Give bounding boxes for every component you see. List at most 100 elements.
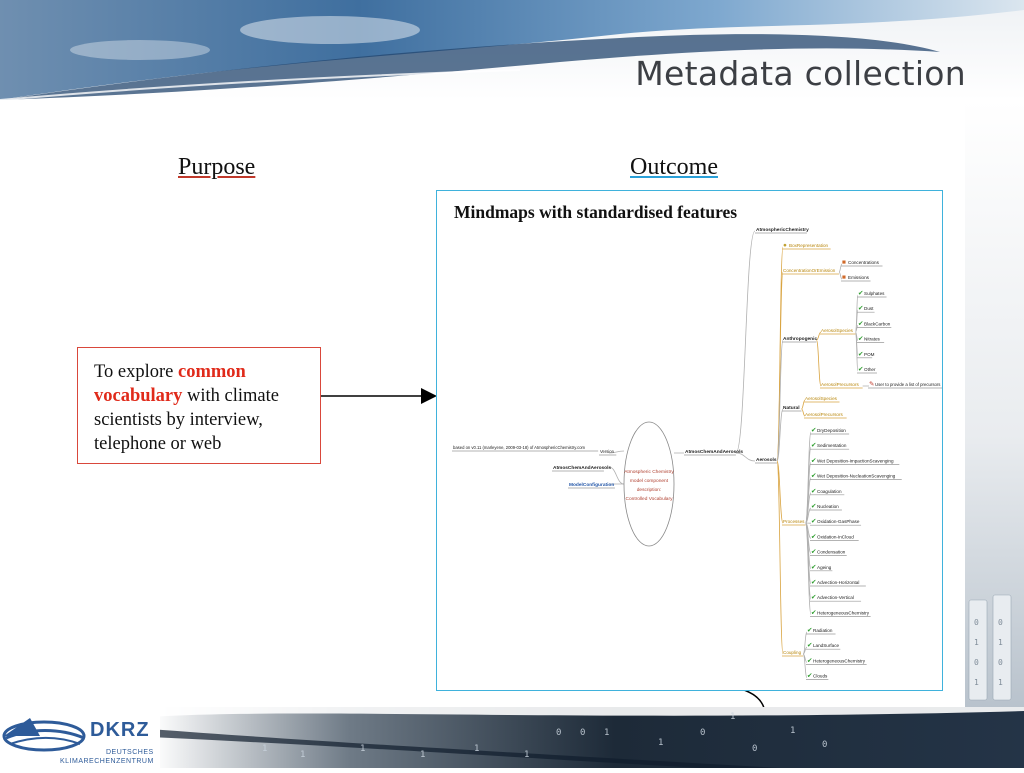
mindmap-node-aerosol-precursors-anthro-label: AerosolPrecursors [821,382,859,387]
check-icon: ✔ [858,336,864,343]
mindmap-node-aerosol-species-anthro: AerosolSpecies [821,328,854,333]
mindmap-process-item: ✔DryDeposition [811,427,846,434]
mindmap-process-item-label: Coagulation [817,489,842,494]
logo-name: DKRZ [90,719,150,741]
purpose-heading: Purpose [178,154,256,180]
svg-text:0: 0 [974,618,979,627]
mindmap-node-box-representation-label: BoxRepresentation [789,243,829,248]
mindmap-node-atmoschem-left-label: AtmosChemAndAerosols [553,465,611,471]
mindmap-coupling-item-label: LandSurface [813,643,839,648]
svg-text:1: 1 [998,638,1003,647]
dkrz-logo-icon [2,718,86,752]
svg-text:0: 0 [752,744,757,754]
mindmap-node-aerosol-precursors-natural-label: AerosolPrecursors [805,412,843,417]
mindmap-node-concentration-or-emission: ConcentrationOrEmission [783,268,836,273]
mindmap-process-item: ✔Sedimentation [811,442,847,449]
slide-title: Metadata collection [635,54,966,93]
check-icon: ✔ [811,549,817,556]
mindmap-process-item: ✔Nucleation [811,503,839,510]
mindmap-process-item-label: Oxidation-InCloud [817,534,854,539]
svg-text:0: 0 [556,728,561,738]
mindmap-process-item-label: Sedimentation [817,443,847,448]
mindmap-version-note-label: based on v0.11 (marleyene, 2009-03-18) o… [453,445,586,450]
mindmap-root-line: model component [630,478,669,484]
check-icon: ✔ [811,488,817,495]
top-banner: Metadata collection [0,0,1024,100]
check-icon: ✔ [811,457,817,464]
mindmap-process-item: ✔Condensation [811,549,846,556]
mindmap-version-label-label: Version [600,449,615,454]
svg-text:1: 1 [420,750,425,760]
mindmap-node-aerosol-precursors-anthro: AerosolPrecursors [821,382,859,387]
check-icon: ✔ [858,305,864,312]
mindmap-process-item-label: Advection-Horizontal [817,580,859,585]
check-icon: ✔ [807,627,813,634]
banner-wave-graphic [0,0,1024,100]
mindmap-node-emissions-label: Emissions [848,275,870,280]
mindmap-node-aerosol-species-anthro-label: AerosolSpecies [821,328,854,333]
mindmap-node-concentration-or-emission-label: ConcentrationOrEmission [783,268,836,273]
mindmap-process-item: ✔Wet Deposition-NucleationScavenging [811,473,896,480]
mindmap-node-concentrations: ■Concentrations [842,259,880,266]
mindmap-process-item-label: Condensation [817,550,846,555]
mindmap-process-item: ✔Advection-Vertical [811,594,854,601]
check-icon: ✔ [811,442,817,449]
mindmap-node-atmospheric-chemistry-label: AtmosphericChemistry [756,227,809,233]
mindmap-species-item-label: Dust [864,306,874,311]
mindmap-root-ellipse [623,421,675,547]
mindmap-coupling-item-label: Radiation [813,628,833,633]
mindmap-node-aerosols: Aerosols [756,457,777,463]
mindmap-node-aerosol-precursors-natural: AerosolPrecursors [805,412,843,417]
dkrz-logo: DKRZ DEUTSCHES KLIMARECHENZENTRUM [0,708,160,768]
mindmap-process-item: ✔Advection-Horizontal [811,579,859,586]
mindmap-node-concentrations-label: Concentrations [848,260,880,265]
purpose-box: To explore common vocabulary with climat… [77,347,321,464]
mindmap-root-line: description: [637,487,662,493]
mindmap-node-anthropogenic-label: Anthropogenic [783,336,817,342]
purpose-highlight-vocabulary: vocabulary [94,386,183,406]
mindmap-species-item-label: BlackCarbon [864,321,891,326]
svg-text:1: 1 [524,750,529,760]
mindmap-process-item-label: Oxidation-GasPhase [817,519,860,524]
mindmap-species-item-label: Other [864,367,876,372]
svg-text:1: 1 [658,738,663,748]
svg-text:1: 1 [790,726,795,736]
check-icon: ✔ [858,320,864,327]
mindmap-node-aerosols-label: Aerosols [756,457,777,463]
mindmap-node-atmoschem-left: AtmosChemAndAerosols [553,465,611,471]
mindmap-node-model-configuration: ModelConfiguration [569,482,614,488]
mindmap-node-box-representation: ●BoxRepresentation [783,242,829,249]
mindmap-species-item: ✔BlackCarbon [858,320,891,327]
svg-text:1: 1 [604,728,609,738]
outcome-heading: Outcome [630,154,718,180]
check-icon: ✔ [811,503,817,510]
svg-text:1: 1 [360,744,365,754]
svg-text:0: 0 [580,728,585,738]
mindmap-coupling-item: ✔LandSurface [807,642,839,649]
check-icon: ✔ [811,518,817,525]
check-icon: ✔ [858,366,864,373]
mindmap-node-natural-label: Natural [783,405,800,411]
check-icon: ✔ [811,594,817,601]
logo-subtitle-2: KLIMARECHENZENTRUM [60,758,154,765]
svg-text:0: 0 [822,740,827,750]
mindmap-process-item: ✔Oxidation-InCloud [811,533,854,540]
mindmap-process-item-label: Ageing [817,565,832,570]
svg-text:0: 0 [700,728,705,738]
mindmap-process-item: ✔Ageing [811,564,832,571]
logo-subtitle-1: DEUTSCHES [106,749,154,756]
mindmap-node-main-label: AtmosChemAndAerosols [685,449,743,455]
mindmap-title: Mindmaps with standardised features [454,202,738,222]
check-icon: ✔ [858,290,864,297]
mindmap-species-item: ✔Nitrates [858,336,881,343]
check-icon: ✔ [811,427,817,434]
mindmap-root-line: Controlled Vocabulary [626,496,674,502]
mindmap-process-item-label: Nucleation [817,504,839,509]
mindmap-node-aerosol-species-natural: AerosolSpecies [805,396,838,401]
check-icon: ✔ [811,579,817,586]
mindmap-process-item-label: Wet Deposition-ImpactionScavenging [817,458,894,463]
